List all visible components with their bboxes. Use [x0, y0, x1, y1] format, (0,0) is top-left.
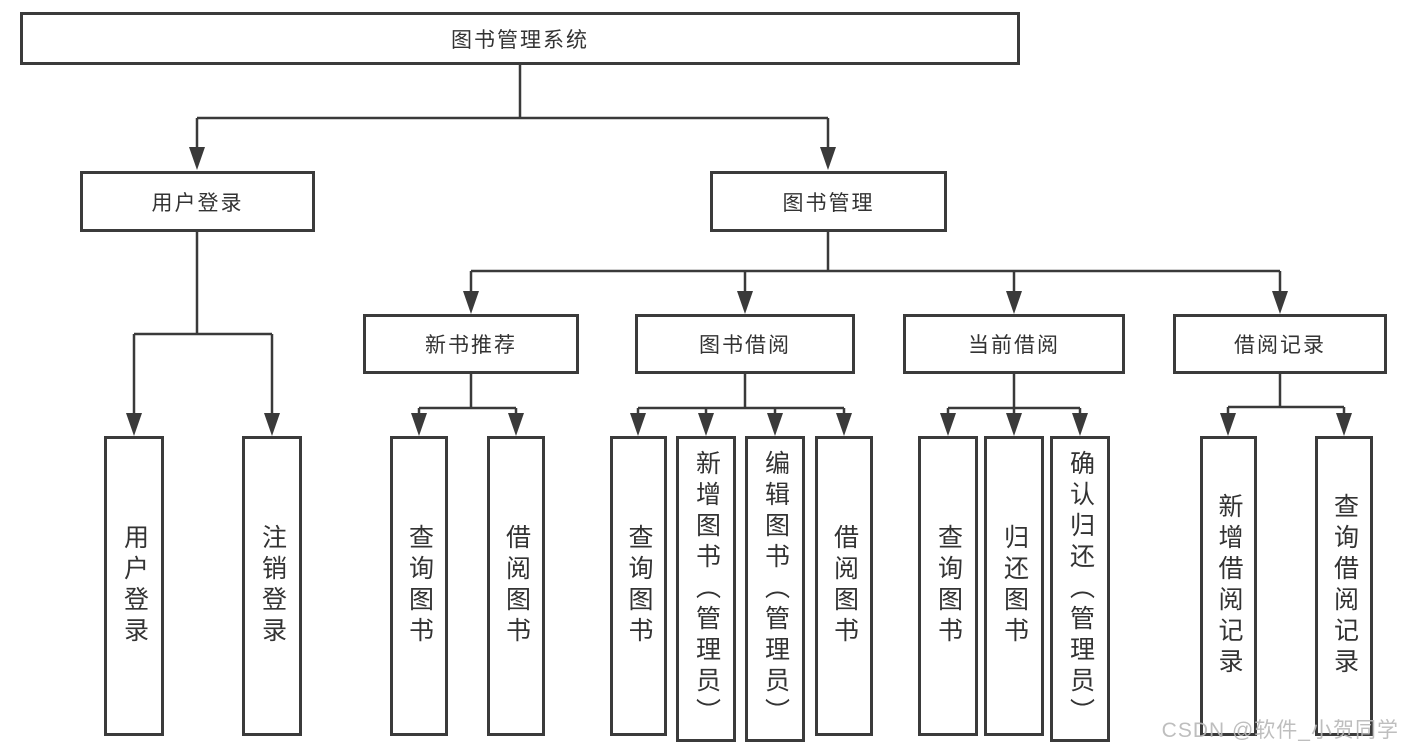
- csdn-watermark: CSDN @软件_小贺同学: [1161, 719, 1399, 742]
- node-user-login: 用户登录: [80, 171, 315, 232]
- node-borrow-record: 借阅记录: [1173, 314, 1387, 374]
- leaf-label: 用户登录: [120, 524, 149, 648]
- leaf-label: 借阅图书: [830, 524, 859, 648]
- node-leaf-recommend-query-books: 查询图书: [390, 436, 448, 736]
- node-leaf-recommend-borrow-books: 借阅图书: [487, 436, 545, 736]
- leaf-label: 查询图书: [625, 524, 653, 648]
- node-leaf-add-books-admin: 新增图书（管理员）: [676, 436, 736, 742]
- node-root: 图书管理系统: [20, 12, 1020, 65]
- leaf-label: 新增图书（管理员）: [692, 449, 721, 729]
- node-book-borrow: 图书借阅: [635, 314, 855, 374]
- leaf-label: 查询图书: [405, 524, 434, 648]
- leaf-label: 查询借阅记录: [1330, 493, 1359, 679]
- node-leaf-add-borrow-record: 新增借阅记录: [1200, 436, 1257, 736]
- leaf-label: 注销登录: [258, 524, 287, 648]
- node-current-borrow: 当前借阅: [903, 314, 1125, 374]
- node-leaf-logout: 注销登录: [242, 436, 302, 736]
- node-leaf-confirm-return-admin: 确认归还（管理员）: [1050, 436, 1110, 742]
- leaf-label: 编辑图书（管理员）: [761, 449, 790, 729]
- node-leaf-borrow-query-books: 查询图书: [610, 436, 667, 736]
- node-leaf-query-borrow-record: 查询借阅记录: [1315, 436, 1373, 736]
- node-leaf-edit-books-admin: 编辑图书（管理员）: [745, 436, 805, 742]
- leaf-label: 借阅图书: [502, 524, 531, 648]
- leaf-label: 确认归还（管理员）: [1066, 449, 1095, 729]
- node-leaf-return-books: 归还图书: [984, 436, 1044, 736]
- leaf-label: 查询图书: [934, 524, 963, 648]
- node-book-management: 图书管理: [710, 171, 947, 232]
- leaf-label: 新增借阅记录: [1215, 493, 1243, 679]
- node-new-book-recommend: 新书推荐: [363, 314, 579, 374]
- leaf-label: 归还图书: [1000, 524, 1029, 648]
- node-leaf-borrow-borrow-books: 借阅图书: [815, 436, 873, 736]
- node-leaf-user-login: 用户登录: [104, 436, 164, 736]
- node-leaf-current-query-books: 查询图书: [918, 436, 978, 736]
